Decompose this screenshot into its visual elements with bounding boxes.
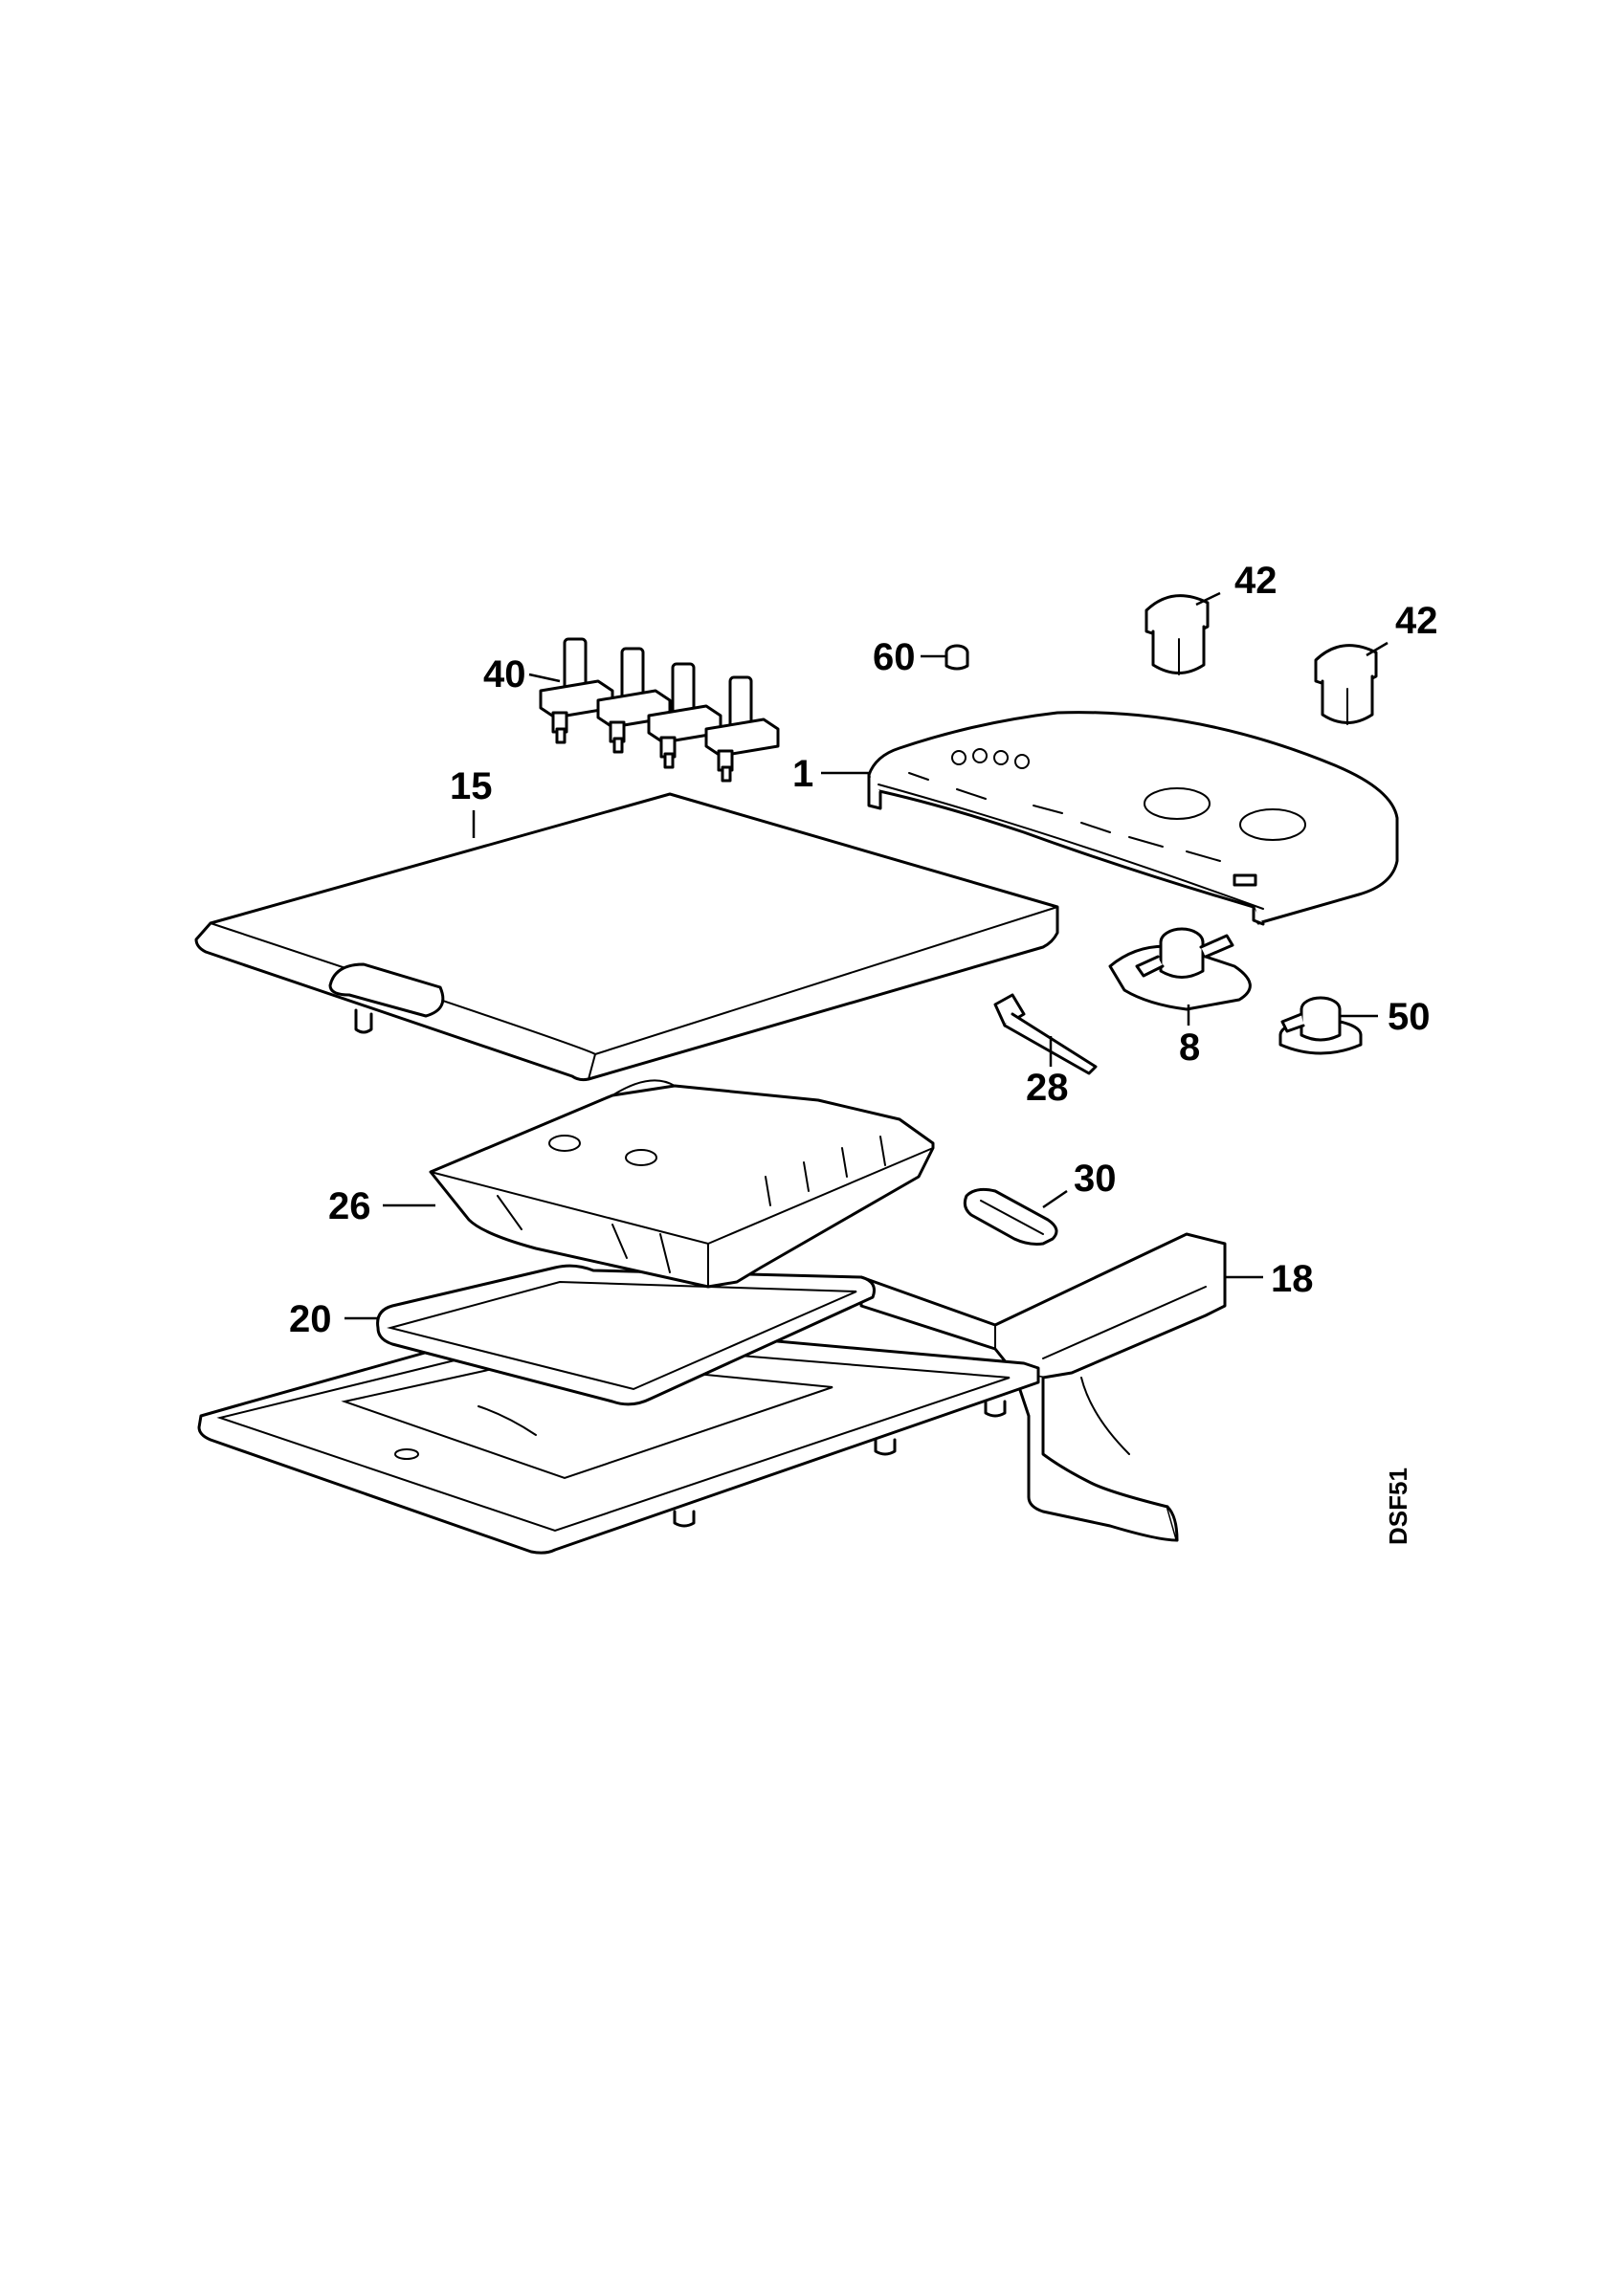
leader-30 xyxy=(1042,1189,1068,1209)
part-26-dispenser xyxy=(429,1079,935,1289)
callout-60: 60 xyxy=(873,636,916,678)
callout-42b: 42 xyxy=(1395,600,1438,642)
part-42-knob-1 xyxy=(1144,594,1210,675)
part-8-valve xyxy=(1108,927,1252,1011)
diagram-code: DSF51 xyxy=(1384,1468,1412,1545)
part-1-control-panel xyxy=(867,711,1399,926)
leader-42a xyxy=(1195,591,1221,607)
leader-lines xyxy=(344,591,1389,1320)
part-18-frame xyxy=(859,1232,1227,1542)
callout-30: 30 xyxy=(1074,1158,1117,1200)
button-4 xyxy=(704,675,780,783)
callout-labels: 40 60 42 42 1 15 28 8 50 26 30 20 18 xyxy=(289,560,1438,1340)
part-60-plug xyxy=(944,644,969,671)
leader-42b xyxy=(1366,641,1389,657)
base-foot-3 xyxy=(984,1400,1007,1418)
callout-28: 28 xyxy=(1026,1067,1069,1109)
leader-40 xyxy=(528,673,561,683)
base-foot-1 xyxy=(673,1510,696,1528)
callout-15: 15 xyxy=(450,765,493,807)
base-frame xyxy=(197,1318,1040,1555)
callout-8: 8 xyxy=(1179,1027,1200,1069)
button-1 xyxy=(539,637,614,744)
callout-18: 18 xyxy=(1271,1258,1314,1300)
part-15-lid xyxy=(194,792,1059,1082)
callout-42a: 42 xyxy=(1234,560,1278,602)
callout-26: 26 xyxy=(328,1185,371,1227)
part-30-gasket xyxy=(963,1187,1058,1246)
part-20-gasket-ring xyxy=(376,1264,876,1406)
callout-1: 1 xyxy=(792,753,813,795)
part-50-valve xyxy=(1278,996,1363,1055)
callout-40: 40 xyxy=(483,653,526,695)
part-42-knob-2 xyxy=(1314,644,1378,725)
callout-50: 50 xyxy=(1388,996,1431,1038)
part-28-probe xyxy=(993,993,1098,1075)
button-3 xyxy=(647,662,722,769)
callout-20: 20 xyxy=(289,1298,332,1340)
part-40-buttons xyxy=(539,637,780,783)
base-foot-2 xyxy=(874,1438,897,1456)
